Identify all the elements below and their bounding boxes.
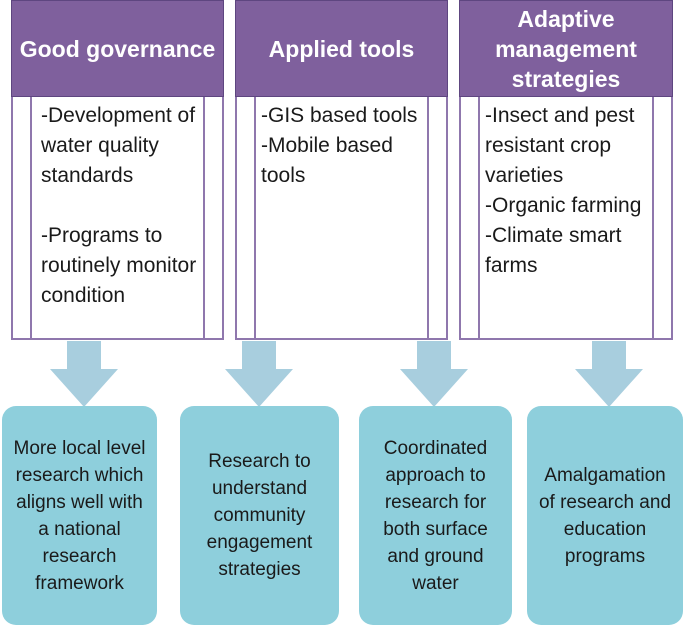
down-arrow-icon [575, 341, 643, 407]
column-item: -GIS based tools [261, 104, 418, 127]
column-applied-tools: Applied tools -GIS based tools -Mobile b… [235, 0, 448, 340]
column-item: -Mobile based tools [261, 134, 393, 187]
column-item: -Programs to routinely monitor condition [41, 224, 197, 307]
column-item: -Development of water quality standards [41, 104, 196, 187]
body-divider-right [427, 97, 429, 338]
column-body [235, 97, 448, 340]
column-items: -Development of water quality standards … [41, 101, 202, 311]
outcome-box: Research to understand community engagem… [180, 406, 339, 625]
down-arrow-icon [400, 341, 468, 407]
column-item: -Climate smart farms [485, 224, 622, 277]
column-header: Adaptive management strategies [459, 0, 673, 97]
column-header: Applied tools [235, 0, 448, 97]
outcome-box: Coordinated approach to research for bot… [359, 406, 512, 625]
column-body [11, 97, 224, 340]
body-divider-right [203, 97, 205, 338]
column-adaptive-management: Adaptive management strategies -Insect a… [459, 0, 673, 340]
column-header: Good governance [11, 0, 224, 97]
body-divider-left [254, 97, 256, 338]
column-items: -GIS based tools -Mobile based tools [261, 101, 418, 191]
down-arrow-icon [50, 341, 118, 407]
body-divider-right [652, 97, 654, 338]
outcome-box: More local level research which aligns w… [2, 406, 157, 625]
outcome-box: Amalgamation of research and education p… [527, 406, 683, 625]
column-item: -Insect and pest resistant crop varietie… [485, 104, 635, 187]
body-divider-left [30, 97, 32, 338]
column-items: -Insect and pest resistant crop varietie… [485, 101, 659, 281]
body-divider-left [478, 97, 480, 338]
column-body [459, 97, 673, 340]
column-good-governance: Good governance -Development of water qu… [11, 0, 224, 340]
column-item: -Organic farming [485, 194, 642, 217]
down-arrow-icon [225, 341, 293, 407]
